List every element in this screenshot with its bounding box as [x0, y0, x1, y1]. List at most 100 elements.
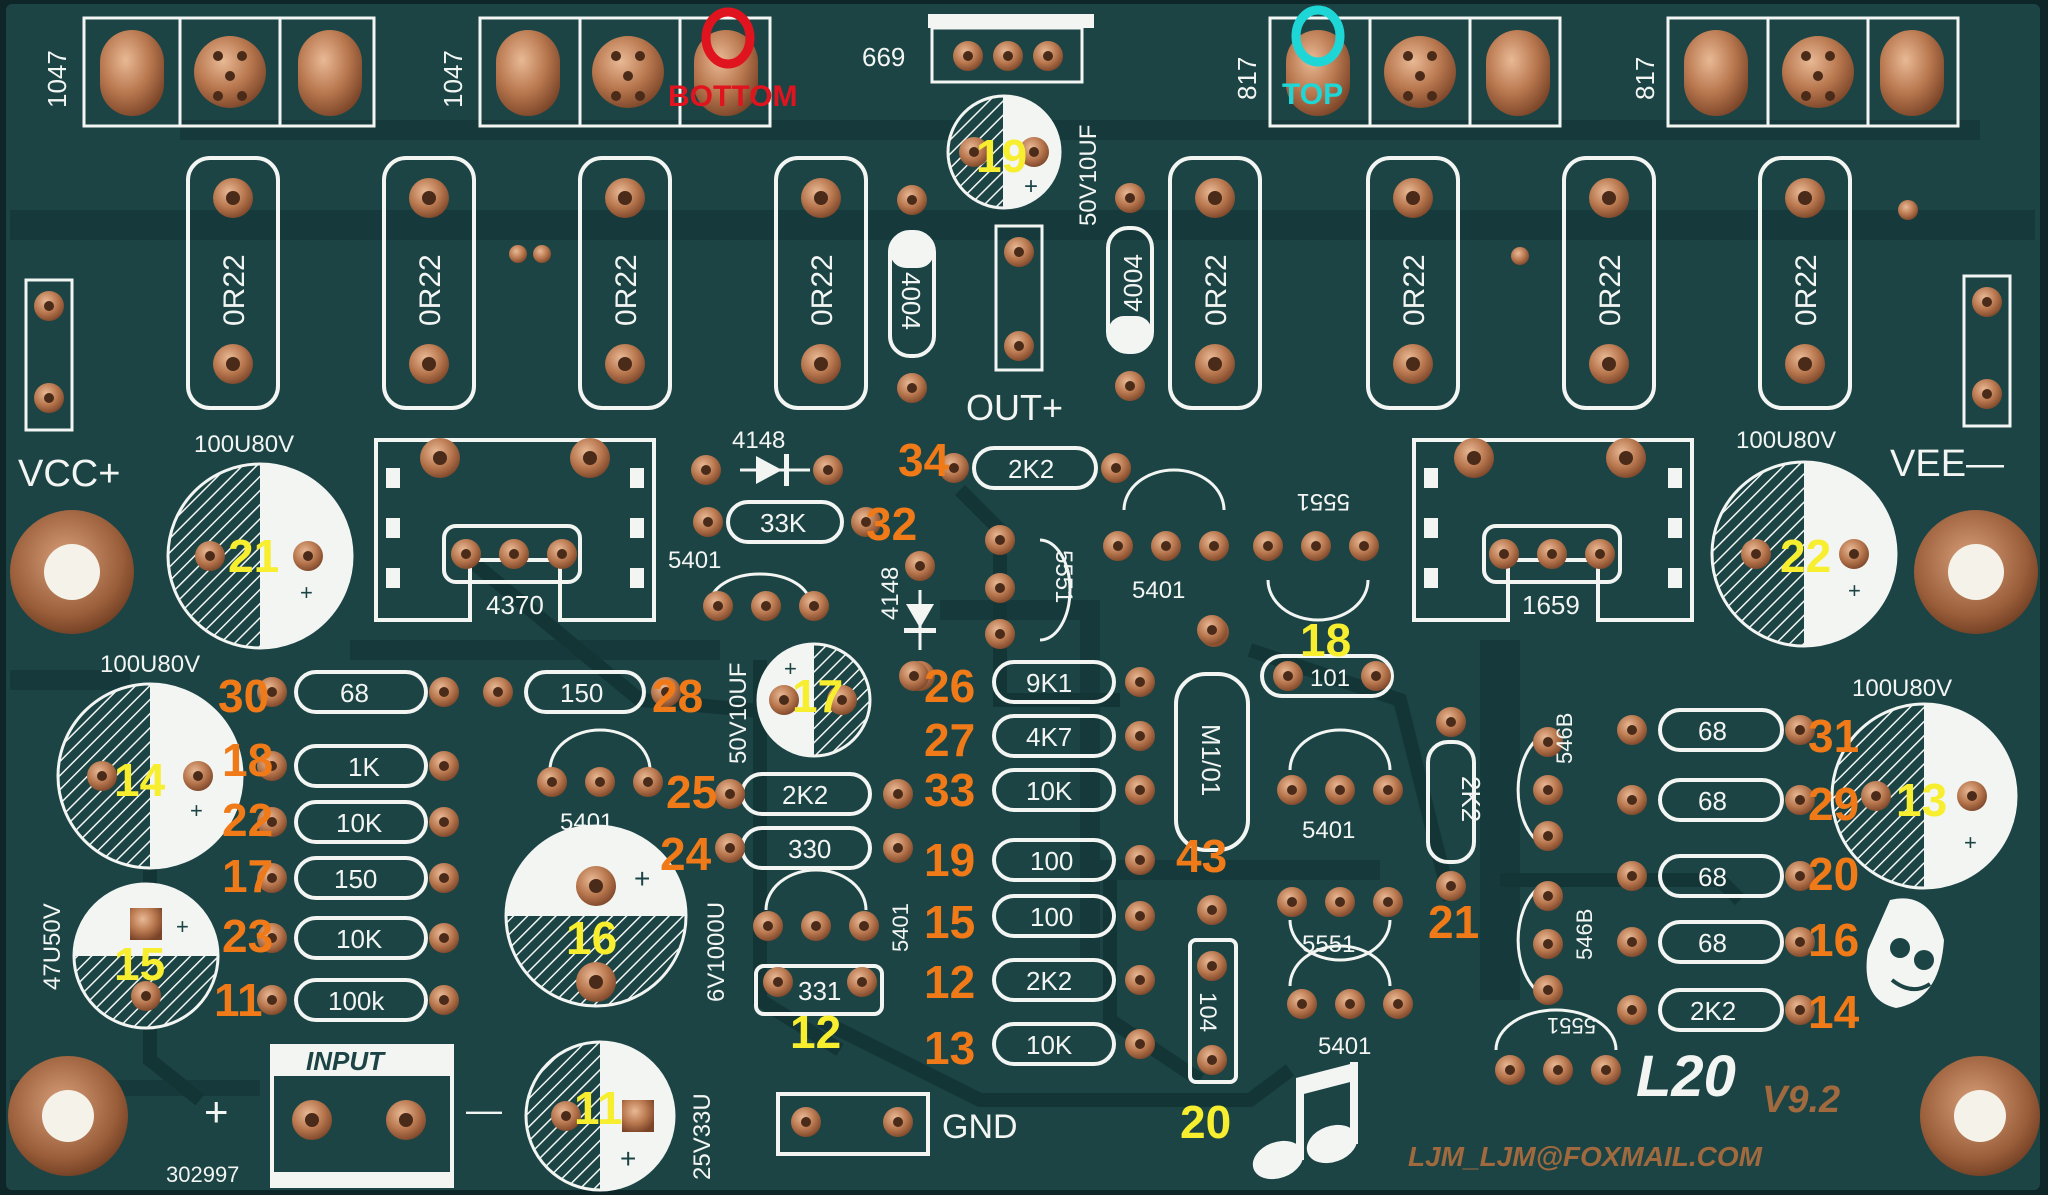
ann-31: 31	[1808, 710, 1859, 762]
cap-15: +	[72, 882, 220, 1030]
svg-text:68: 68	[1698, 716, 1727, 746]
svg-text:5551: 5551	[1050, 550, 1077, 603]
transistor-5551-vert: 5551	[985, 525, 1077, 649]
svg-text:0R22: 0R22	[1200, 254, 1233, 326]
connector-669-bar	[928, 14, 1094, 28]
cap-19: +	[946, 94, 1062, 210]
label-1047-a: 1047	[42, 50, 72, 108]
cap-17: +	[756, 642, 872, 758]
right-resistors: 68 68 68 68 2K2	[1617, 708, 1815, 1032]
svg-text:10K: 10K	[336, 924, 383, 954]
vee-connector	[1962, 274, 2012, 428]
svg-text:+: +	[1848, 578, 1861, 603]
svg-text:4148: 4148	[877, 567, 904, 620]
label-100u80v-21: 100U80V	[194, 431, 294, 458]
label-817-b: 817	[1630, 57, 1660, 100]
svg-text:5401: 5401	[888, 903, 913, 952]
diode-4148-mid: 4148	[877, 551, 936, 691]
cap-19-pads	[994, 224, 1044, 372]
ann-32: 32	[866, 498, 917, 550]
ann-y17: 17	[792, 670, 843, 722]
mascot-logo	[1866, 898, 1944, 1008]
svg-text:104: 104	[1194, 992, 1221, 1032]
svg-text:33K: 33K	[760, 508, 807, 538]
input-plus: +	[204, 1088, 229, 1135]
cap-21: +	[166, 462, 354, 650]
ann-y13: 13	[1896, 774, 1947, 826]
transistor-5551-d: 5551	[1494, 1008, 1621, 1085]
input-minus: —	[466, 1089, 502, 1130]
svg-text:0R22: 0R22	[414, 254, 447, 326]
svg-text:100: 100	[1030, 902, 1073, 932]
label-47u50v: 47U50V	[39, 903, 66, 990]
ann-15: 15	[924, 896, 975, 948]
vcc-label: VCC+	[18, 453, 120, 495]
ann-21: 21	[1428, 896, 1479, 948]
svg-text:68: 68	[1698, 786, 1727, 816]
label-100u80v-22: 100U80V	[1736, 427, 1836, 454]
label-25v33u: 25V33U	[689, 1093, 716, 1180]
svg-text:+: +	[634, 863, 650, 894]
transistor-5401-f: 5401	[1287, 944, 1413, 1060]
transistor-5401-b: 5401	[1103, 468, 1229, 604]
transistor-5401-d: 5401	[753, 868, 913, 952]
cap-13: +	[1830, 702, 2018, 890]
svg-text:+: +	[1024, 173, 1038, 200]
svg-text:4004: 4004	[1118, 254, 1148, 312]
cap-14: +	[56, 682, 244, 870]
svg-text:4K7: 4K7	[1026, 722, 1072, 752]
board-version: V9.2	[1762, 1079, 1840, 1121]
ann-25: 25	[666, 766, 717, 818]
svg-text:5401: 5401	[1302, 817, 1355, 844]
label-100u80v-14: 100U80V	[100, 651, 200, 678]
ann-19: 19	[924, 834, 975, 886]
svg-text:0R22: 0R22	[1790, 254, 1823, 326]
svg-text:331: 331	[798, 976, 841, 1006]
board-email: LJM_LJM@FOXMAIL.COM	[1408, 1141, 1763, 1172]
transistor-546b-b: 546B	[1516, 881, 1597, 1005]
bottom-marker: BOTTOM	[668, 7, 797, 113]
svg-text:68: 68	[1698, 928, 1727, 958]
svg-text:0R22: 0R22	[1398, 254, 1431, 326]
label-1047-b: 1047	[438, 50, 468, 108]
transistor-5551-b: 5551	[1253, 488, 1379, 622]
svg-text:+: +	[784, 656, 797, 681]
ann-11: 11	[214, 974, 263, 1026]
ann-14: 14	[1808, 986, 1860, 1038]
yellow-annotations: 19 21 22 18 17 14 13 15 16 12 11 20	[114, 130, 1947, 1148]
svg-text:10K: 10K	[336, 808, 383, 838]
svg-text:9K1: 9K1	[1026, 668, 1072, 698]
res-2k2-vert: 2K2	[1426, 707, 1486, 901]
bottom-label: BOTTOM	[668, 80, 797, 113]
ann-26: 26	[924, 660, 975, 712]
svg-text:+: +	[300, 580, 313, 605]
svg-text:+: +	[1964, 830, 1977, 855]
svg-text:0R22: 0R22	[610, 254, 643, 326]
vee-label: VEE—	[1890, 443, 2004, 485]
svg-text:2K2: 2K2	[1690, 996, 1736, 1026]
transistor-546b-a: 546B	[1516, 713, 1577, 851]
ann-y11: 11	[574, 1082, 623, 1134]
svg-text:2K2: 2K2	[782, 780, 828, 810]
vias	[509, 200, 1918, 265]
mounting-holes	[8, 510, 2040, 1176]
label-6v1000u: 6V1000U	[703, 902, 730, 1002]
svg-text:+: +	[190, 798, 203, 823]
cap-11: +	[524, 1040, 676, 1192]
ann-20: 20	[1808, 848, 1859, 900]
orange-annotations: 34 32 30 28 26 27 18 22 17 23 11 25 24 3…	[214, 434, 1860, 1074]
res-33k: 33K	[693, 500, 881, 544]
label-1659: 1659	[1522, 590, 1580, 620]
or22-resistors	[186, 156, 1852, 410]
ann-17: 17	[222, 850, 273, 902]
left-resistors: 68 150 1K 10K 150 10K 100k	[257, 670, 681, 1022]
ann-23: 23	[222, 910, 273, 962]
center-resistors: 2K2 330 9K1 4K7 10K 100 100 2K2 10K	[715, 660, 1155, 1066]
label-50v10uf-top: 50V10UF	[1075, 125, 1102, 226]
ann-24: 24	[660, 828, 712, 880]
ann-12: 12	[924, 956, 975, 1008]
svg-text:+: +	[620, 1143, 636, 1174]
label-5401-a: 5401	[668, 547, 721, 574]
svg-text:0R22: 0R22	[1594, 254, 1627, 326]
